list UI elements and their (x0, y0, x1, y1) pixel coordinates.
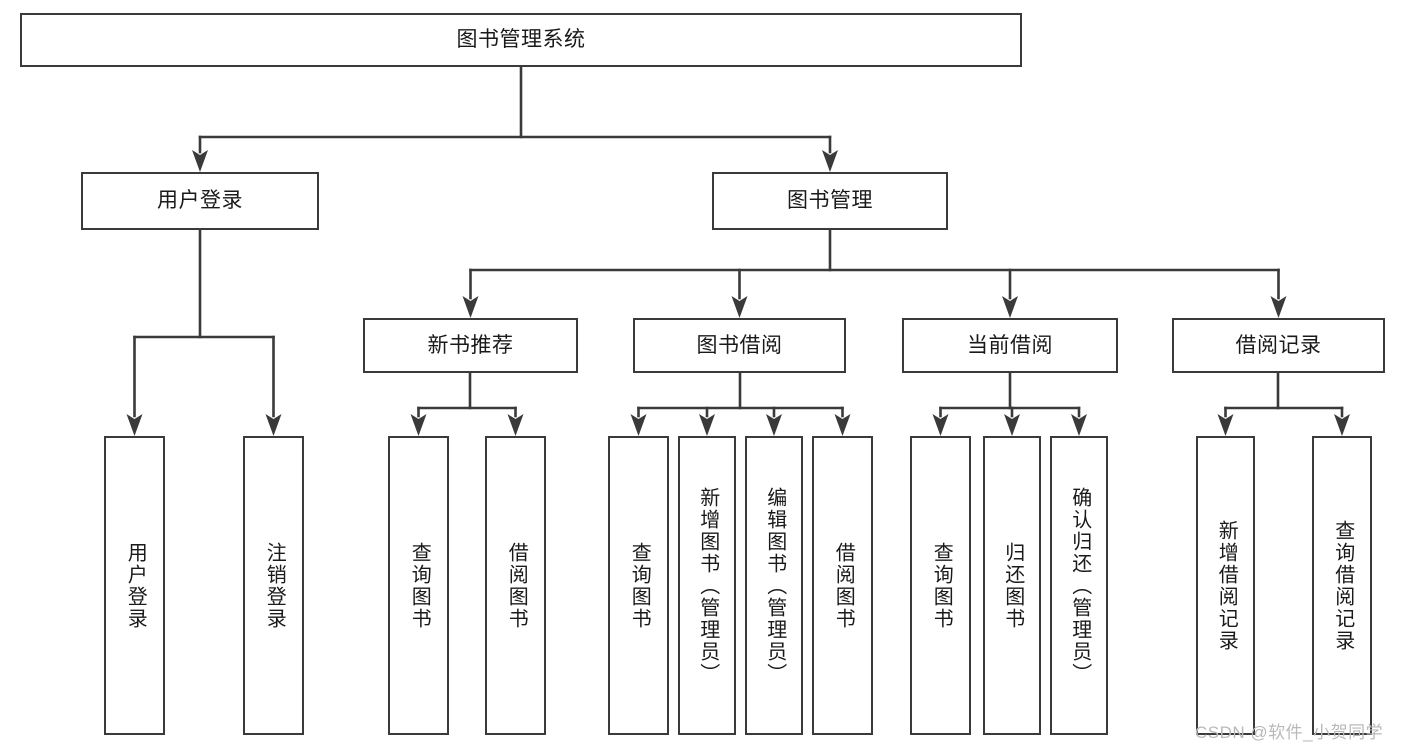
node-leaf-add-record[interactable]: 新增借阅记录 (1196, 436, 1255, 735)
node-leaf-borrow-book-2[interactable]: 借阅图书 (812, 436, 873, 735)
arrowhead-icon (699, 414, 715, 436)
arrowhead-icon (731, 296, 748, 318)
node-label: 图书借阅 (696, 333, 783, 357)
node-label: 编辑图书（管理员） (763, 486, 786, 685)
node-label: 新增图书（管理员） (696, 486, 719, 685)
arrowhead-icon (462, 296, 479, 318)
arrowhead-icon (126, 414, 143, 436)
node-leaf-query-book-1[interactable]: 查询图书 (388, 436, 449, 735)
node-label: 用户登录 (124, 541, 147, 630)
node-root[interactable]: 图书管理系统 (20, 13, 1022, 67)
arrowhead-icon (822, 150, 838, 172)
arrowhead-icon (1004, 414, 1020, 436)
arrowhead-icon (766, 414, 782, 436)
node-leaf-borrow-book-1[interactable]: 借阅图书 (485, 436, 546, 735)
node-label: 用户登录 (157, 189, 243, 213)
node-label: 借阅图书 (832, 541, 855, 630)
node-label: 借阅图书 (505, 541, 528, 630)
arrowhead-icon (192, 150, 208, 172)
node-label: 查询图书 (408, 541, 431, 630)
node-label: 图书管理 (787, 189, 873, 213)
node-label: 新增借阅记录 (1215, 519, 1238, 652)
node-current-borrow[interactable]: 当前借阅 (902, 318, 1118, 373)
node-new-book-rec[interactable]: 新书推荐 (363, 318, 578, 373)
node-label: 查询图书 (628, 541, 651, 630)
arrowhead-icon (410, 414, 427, 436)
arrowhead-icon (1217, 414, 1234, 436)
node-label: 确认归还（管理员） (1068, 486, 1091, 685)
arrowhead-icon (507, 414, 524, 436)
arrowhead-icon (1071, 414, 1087, 436)
arrowhead-icon (834, 414, 851, 436)
node-label: 注销登录 (263, 541, 286, 630)
arrowhead-icon (630, 414, 647, 436)
node-leaf-edit-book[interactable]: 编辑图书（管理员） (745, 436, 803, 735)
node-borrow-record[interactable]: 借阅记录 (1172, 318, 1385, 373)
node-label: 查询借阅记录 (1331, 519, 1354, 652)
arrowhead-icon (932, 414, 949, 436)
node-label: 当前借阅 (967, 333, 1053, 357)
arrowhead-icon (1002, 296, 1018, 318)
node-leaf-add-book[interactable]: 新增图书（管理员） (678, 436, 736, 735)
node-book-manage[interactable]: 图书管理 (712, 172, 948, 230)
node-leaf-query-record[interactable]: 查询借阅记录 (1312, 436, 1372, 735)
arrowhead-icon (1334, 414, 1350, 436)
node-leaf-return-book[interactable]: 归还图书 (983, 436, 1041, 735)
node-label: 借阅记录 (1235, 333, 1322, 357)
node-book-borrow[interactable]: 图书借阅 (633, 318, 846, 373)
node-leaf-query-book-3[interactable]: 查询图书 (910, 436, 971, 735)
node-leaf-query-book-2[interactable]: 查询图书 (608, 436, 669, 735)
node-label: 图书管理系统 (456, 28, 586, 52)
node-leaf-confirm-return[interactable]: 确认归还（管理员） (1050, 436, 1108, 735)
node-user-login[interactable]: 用户登录 (81, 172, 319, 230)
node-label: 查询图书 (930, 541, 953, 630)
arrowhead-icon (1270, 296, 1287, 318)
node-leaf-user-login[interactable]: 用户登录 (104, 436, 165, 735)
arrowhead-icon (265, 414, 282, 436)
node-label: 归还图书 (1001, 541, 1024, 630)
node-leaf-logout[interactable]: 注销登录 (243, 436, 304, 735)
node-label: 新书推荐 (427, 333, 514, 357)
